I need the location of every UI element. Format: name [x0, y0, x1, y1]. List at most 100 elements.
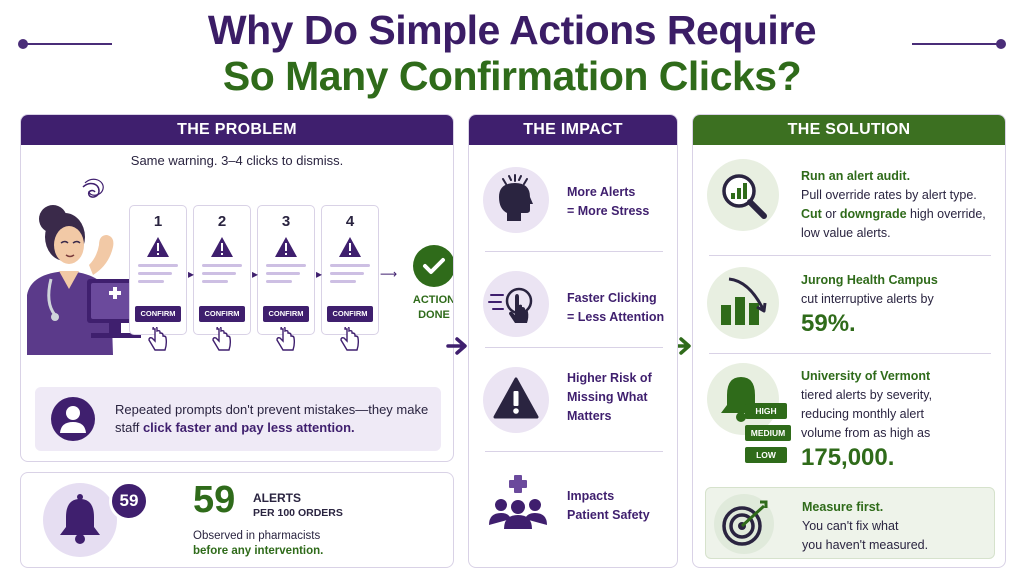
impact-line-1: Impacts: [567, 489, 615, 503]
message-lines: [202, 264, 242, 283]
vermont-line-3: reducing monthly alert: [801, 407, 924, 421]
step-number: 2: [217, 213, 227, 230]
solution-header: THE SOLUTION: [693, 115, 1005, 145]
severity-high: HIGH: [745, 403, 787, 419]
audit-magnifier-icon: [707, 159, 779, 231]
impact-panel: THE IMPACT More Alerts = More Stress Fas…: [468, 114, 678, 568]
impact-item-risk: Higher Risk of Missing What Matters: [469, 349, 677, 449]
patients-icon: [489, 475, 547, 529]
head-stress-icon: [483, 167, 549, 233]
impact-text: Higher Risk of Missing What Matters: [567, 369, 652, 426]
pointing-hand-icon: [276, 327, 296, 351]
declining-bar-chart-icon: [707, 267, 779, 339]
audit-line-2: Cut or downgrade high override,: [801, 205, 986, 224]
vermont-line-4: volume from as high as: [801, 426, 931, 440]
audit-title: Run an alert audit.: [801, 169, 911, 183]
check-circle-icon: [413, 245, 453, 287]
audit-cut: Cut: [801, 207, 822, 221]
solution-divider: [709, 255, 991, 256]
title-decoration-right: [912, 39, 1006, 49]
page-title: Why Do Simple Actions Require So Many Co…: [0, 6, 1024, 100]
solution-divider: [709, 353, 991, 354]
impact-item-safety: Impacts Patient Safety: [469, 455, 677, 555]
step-number: 3: [281, 213, 291, 230]
audit-rest: high override,: [906, 207, 986, 221]
title-decoration-left: [18, 39, 112, 49]
vermont-line-1: University of Vermont: [801, 369, 931, 383]
message-lines: [330, 264, 370, 283]
problem-header: THE PROBLEM: [21, 115, 453, 145]
impact-divider: [485, 251, 663, 252]
action-done-line-2: DONE: [418, 309, 450, 321]
audit-line-3: low value alerts.: [801, 226, 891, 240]
impact-header: THE IMPACT: [469, 115, 677, 145]
observed-bold: before any intervention.: [193, 545, 324, 557]
fast-click-icon: [483, 271, 549, 337]
impact-divider: [485, 347, 663, 348]
impact-text: Faster Clicking = Less Attention: [567, 289, 664, 327]
solution-item-jurong: Jurong Health Campus cut interruptive al…: [693, 257, 1005, 353]
callout-bold: click faster and pay less attention.: [142, 420, 355, 435]
user-avatar-icon: [51, 397, 95, 441]
measure-text: Measure first. You can't fix what you ha…: [802, 498, 928, 555]
target-icon: [714, 494, 774, 554]
step-arrow-icon: ▸: [188, 267, 195, 281]
confirm-button[interactable]: CONFIRM: [263, 306, 309, 322]
impact-text: Impacts Patient Safety: [567, 487, 650, 525]
jurong-line-2: cut interruptive alerts by: [801, 292, 934, 306]
confirm-step-4: 4 CONFIRM: [321, 205, 379, 335]
action-done-label: ACTION DONE: [401, 293, 453, 323]
step-arrow-icon: ▸: [316, 267, 323, 281]
message-lines: [266, 264, 306, 283]
impact-line-2: = Less Attention: [567, 310, 665, 324]
pointing-hand-icon: [340, 327, 360, 351]
title-line-1: Why Do Simple Actions Require: [207, 7, 817, 53]
problem-subtitle: Same warning. 3–4 clicks to dismiss.: [130, 153, 344, 168]
alerts-label-sub: PER 100 ORDERS: [253, 507, 343, 519]
step-arrow-icon: ⟶: [380, 267, 398, 281]
alert-count-badge: 59: [109, 481, 149, 521]
audit-downgrade: downgrade: [839, 207, 907, 221]
solution-item-audit: Run an alert audit. Pull override rates …: [693, 149, 1005, 249]
vermont-text: University of Vermont tiered alerts by s…: [801, 367, 932, 473]
impact-line-1: Faster Clicking: [567, 291, 657, 305]
measure-line-1: You can't fix what: [802, 519, 899, 533]
vermont-line-2: tiered alerts by severity,: [801, 388, 933, 402]
confirm-button[interactable]: CONFIRM: [135, 306, 181, 322]
impact-item-clicking: Faster Clicking = Less Attention: [469, 253, 677, 353]
confirm-button[interactable]: CONFIRM: [327, 306, 373, 322]
flow-arrow-icon: [446, 337, 467, 355]
observed-text: Observed in pharmacists before any inter…: [193, 529, 323, 559]
impact-line-2: = More Stress: [567, 204, 650, 218]
pointing-hand-icon: [212, 327, 232, 351]
message-lines: [138, 264, 178, 283]
confirm-step-3: 3 CONFIRM: [257, 205, 315, 335]
impact-divider: [485, 451, 663, 452]
measure-line-2: you haven't measured.: [802, 538, 929, 552]
solution-item-vermont: HIGH MEDIUM LOW University of Vermont ti…: [693, 355, 1005, 485]
impact-line-2: Missing What: [567, 390, 648, 404]
jurong-value: 59%.: [801, 310, 856, 337]
problem-callout: Repeated prompts don't prevent mistakes—…: [35, 387, 441, 451]
severity-medium: MEDIUM: [745, 425, 791, 441]
callout-plain: Repeated prompts don't prevent mistakes—…: [115, 402, 429, 435]
alerts-big-number: 59: [193, 479, 236, 521]
bell-icon: [43, 483, 117, 557]
measure-first-box: Measure first. You can't fix what you ha…: [705, 487, 995, 559]
audit-line-1: Pull override rates by alert type.: [801, 188, 977, 202]
impact-line-3: Matters: [567, 409, 612, 423]
audit-text: Run an alert audit. Pull override rates …: [801, 167, 986, 243]
warning-triangle-icon: [147, 237, 169, 257]
observed-line: Observed in pharmacists: [193, 530, 321, 542]
impact-text: More Alerts = More Stress: [567, 183, 649, 221]
audit-or: or: [821, 207, 840, 221]
warning-icon: [483, 367, 549, 433]
step-number: 4: [345, 213, 355, 230]
vermont-value: 175,000.: [801, 444, 895, 471]
alerts-label-main: ALERTS: [253, 491, 301, 505]
warning-triangle-icon: [275, 237, 297, 257]
jurong-line-1: Jurong Health Campus: [801, 273, 938, 287]
stressed-nurse-illustration: [27, 178, 143, 355]
confirm-button[interactable]: CONFIRM: [199, 306, 245, 322]
measure-title: Measure first.: [802, 500, 884, 514]
